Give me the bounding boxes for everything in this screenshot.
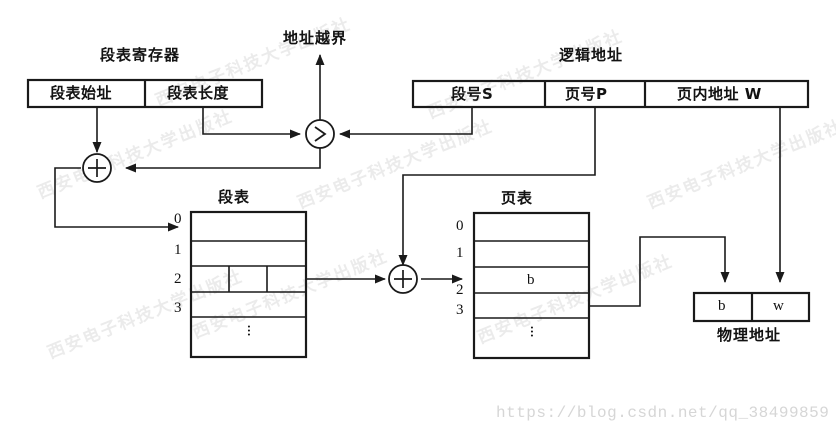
segment-table-index-1: 1 — [174, 242, 182, 258]
segment-table-index-3: 3 — [174, 300, 182, 316]
page-table-ellipsis: ··· — [529, 318, 535, 345]
physical-address-cell-block: b — [718, 298, 726, 314]
segment-table-ellipsis: ··· — [246, 317, 252, 344]
page-table-index-3: 3 — [456, 302, 464, 318]
address-out-of-range-label: 地址越界 — [283, 29, 348, 47]
logical-address-cell-segment-number: 段号S — [451, 85, 494, 103]
segment-table-index-2: 2 — [174, 271, 182, 287]
page-table-index-1: 1 — [456, 245, 464, 261]
page-table-index-0: 0 — [456, 218, 464, 234]
page-table-index-2: 2 — [456, 282, 464, 298]
seg-register-cell-length: 段表长度 — [167, 84, 230, 102]
page-table-title: 页表 — [501, 189, 534, 207]
segment-table-index-0: 0 — [174, 211, 182, 227]
logical-address-cell-offset: 页内地址 W — [677, 85, 762, 103]
physical-address-cell-offset: w — [773, 298, 784, 314]
segment-register-title: 段表寄存器 — [100, 46, 181, 64]
segment-table-title: 段表 — [218, 188, 251, 206]
page-table-row-2-value: b — [527, 272, 535, 288]
physical-address-title: 物理地址 — [717, 326, 782, 344]
seg-register-cell-start-address: 段表始址 — [50, 84, 113, 102]
logical-address-cell-page-number: 页号P — [565, 85, 608, 103]
url-watermark: https://blog.csdn.net/qq_38499859 — [496, 404, 830, 422]
logical-address-title: 逻辑地址 — [559, 46, 624, 64]
